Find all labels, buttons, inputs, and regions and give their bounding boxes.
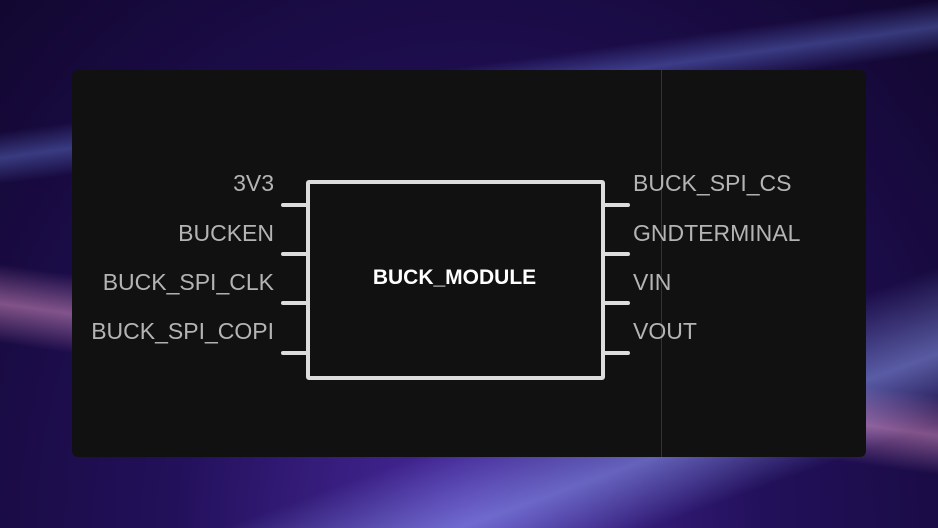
pin-label-vout: VOUT (633, 318, 697, 344)
component-name: BUCK_MODULE (372, 266, 537, 289)
component-symbol[interactable] (72, 70, 866, 457)
pin-label-gndterminal: GNDTERMINAL (633, 220, 801, 246)
pin-label-bucken: BUCKEN (178, 220, 274, 246)
pin-label-buck-spi-copi: BUCK_SPI_COPI (91, 318, 274, 344)
component-body (306, 180, 605, 380)
pin-label-3v3: 3V3 (233, 170, 274, 196)
pin-label-buck-spi-cs: BUCK_SPI_CS (633, 170, 792, 196)
pin-label-vin: VIN (633, 269, 672, 295)
schematic-panel: BUCK_MODULE 3V3 BUCKEN BUCK_SPI_CLK BUCK… (72, 70, 866, 457)
pin-label-buck-spi-clk: BUCK_SPI_CLK (102, 269, 274, 295)
divider-line (661, 70, 662, 457)
